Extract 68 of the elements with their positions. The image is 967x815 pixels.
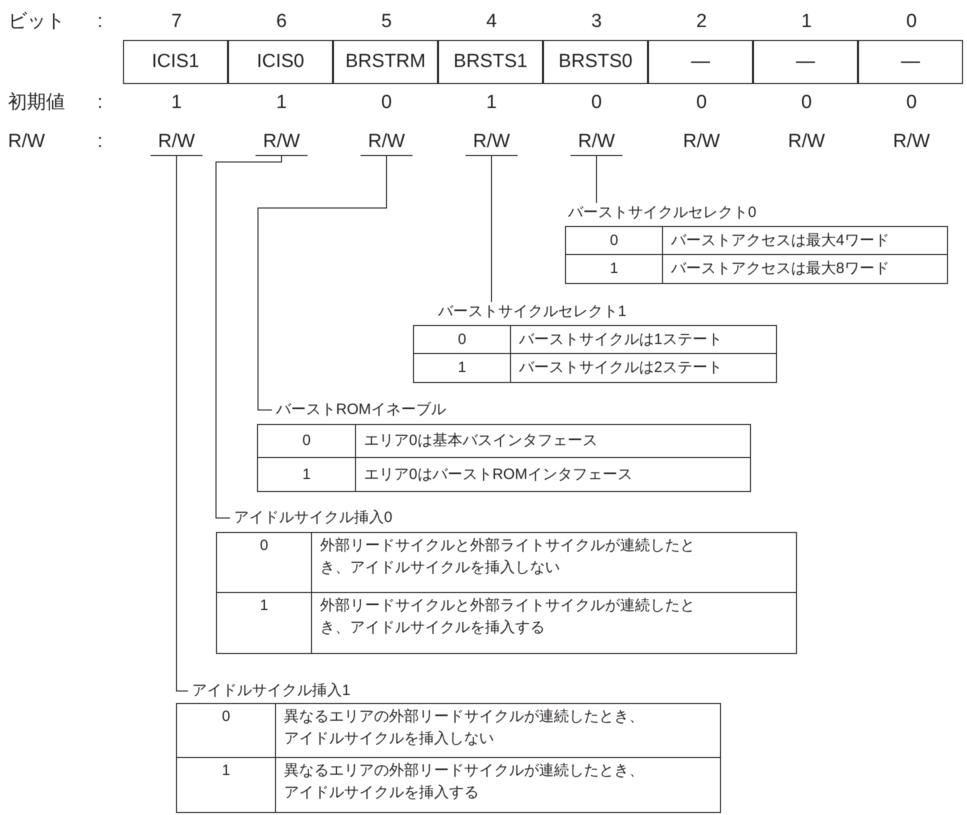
bit-number: 2 — [696, 11, 707, 33]
table-cell: 0 — [217, 533, 312, 593]
register-field: — — [858, 40, 963, 84]
register-field: — — [648, 40, 753, 84]
access-label: R/W — [788, 131, 825, 153]
table-cell: 0 — [258, 425, 356, 458]
table-cell: バーストサイクルは1ステート — [511, 326, 776, 354]
initial-value: 0 — [801, 92, 812, 114]
table-cell: エリア0は基本バスインタフェース — [356, 425, 750, 458]
table-cell-text: バーストアクセスは最大8ワード — [670, 259, 890, 279]
table-cell-text: 異なるエリアの外部リードサイクルが連続したとき、アイドルサイクルを挿入する — [283, 761, 645, 803]
bit-number: 7 — [171, 11, 182, 33]
leader-line — [216, 156, 282, 518]
table-cell: 1 — [217, 593, 312, 653]
colon-separator: : — [97, 11, 103, 33]
access-label: R/W — [360, 131, 413, 156]
leader-line — [491, 156, 492, 302]
field-title: アイドルサイクル挿入0 — [230, 508, 392, 528]
register-field: BRSTS0 — [543, 40, 648, 84]
table-cell: 1 — [566, 255, 663, 283]
initial-value: 1 — [171, 92, 182, 114]
access-label: R/W — [893, 131, 930, 153]
table-cell: 1 — [258, 458, 356, 491]
bit-number: 3 — [591, 11, 602, 33]
row-label: R/W — [8, 131, 45, 153]
table-cell: 異なるエリアの外部リードサイクルが連続したとき、アイドルサイクルを挿入しない — [276, 704, 720, 758]
leader-line — [258, 156, 387, 410]
bit-number: 1 — [801, 11, 812, 33]
access-label: R/W — [255, 131, 308, 156]
access-label: R/W — [683, 131, 720, 153]
colon-separator: : — [97, 92, 103, 114]
register-field: ICIS0 — [228, 40, 333, 84]
access-label: R/W — [150, 131, 203, 156]
leader-line — [176, 156, 188, 692]
table-cell: 1 — [414, 354, 511, 382]
register-field: — — [753, 40, 858, 84]
table-cell-text: エリア0はバーストROMインタフェース — [363, 464, 634, 484]
initial-value: 0 — [906, 92, 917, 114]
field-title: バーストサイクルセレクト0 — [564, 203, 756, 223]
table-cell-text: バーストサイクルは2ステート — [518, 358, 724, 378]
table-cell: 0 — [177, 704, 276, 758]
bit-number: 4 — [486, 11, 497, 33]
table-cell-text: 外部リードサイクルと外部ライトサイクルが連続したとき、アイドルサイクルを挿入する — [319, 596, 696, 638]
field-title: バーストROMイネーブル — [272, 400, 446, 420]
initial-value: 0 — [591, 92, 602, 114]
table-cell: 外部リードサイクルと外部ライトサイクルが連続したとき、アイドルサイクルを挿入しない — [312, 533, 796, 593]
field-title: アイドルサイクル挿入1 — [188, 681, 350, 701]
bit-number: 5 — [381, 11, 392, 33]
initial-value: 0 — [381, 92, 392, 114]
table-cell: バーストアクセスは最大4ワード — [663, 227, 947, 255]
bit-number: 6 — [276, 11, 287, 33]
access-label: R/W — [570, 131, 623, 156]
register-field: ICIS1 — [123, 40, 228, 84]
initial-value: 1 — [486, 92, 497, 114]
leader-line — [596, 156, 597, 204]
table-cell: 0 — [414, 326, 511, 354]
row-label: 初期値 — [8, 92, 65, 114]
initial-value: 1 — [276, 92, 287, 114]
row-label: ビット — [8, 11, 65, 33]
register-field: BRSTRM — [333, 40, 438, 84]
access-label: R/W — [465, 131, 518, 156]
field-title: バーストサイクルセレクト1 — [434, 302, 626, 322]
table-cell: 0 — [566, 227, 663, 255]
bit-number: 0 — [906, 11, 917, 33]
colon-separator: : — [97, 131, 103, 153]
initial-value: 0 — [696, 92, 707, 114]
table-cell: 1 — [177, 758, 276, 812]
register-field: BRSTS1 — [438, 40, 543, 84]
